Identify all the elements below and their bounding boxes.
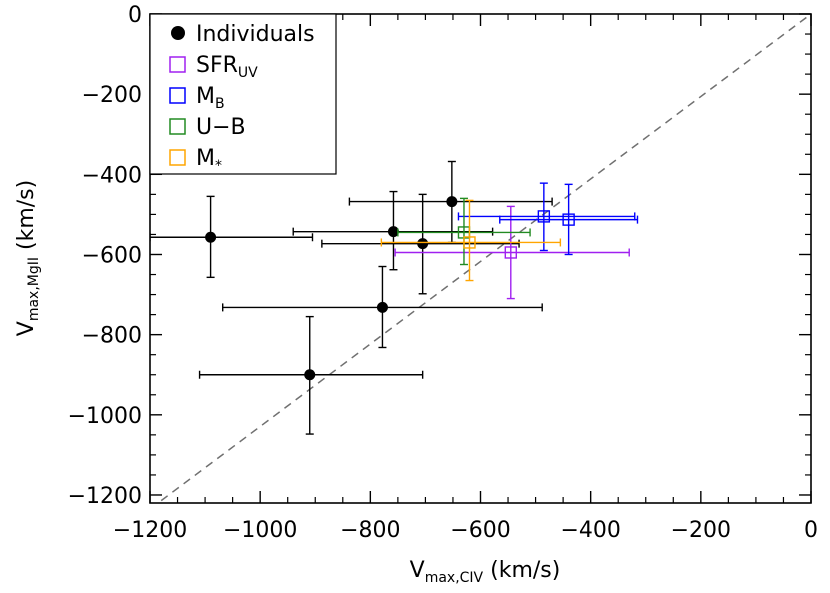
legend-label-main: U−B <box>196 115 246 140</box>
legend-label-sub: UV <box>238 65 258 81</box>
legend-marker <box>169 56 186 73</box>
legend-label: MB <box>196 84 225 112</box>
legend-label-main: M <box>196 146 215 171</box>
x-tick-label: −600 <box>450 518 510 543</box>
axes-layer: −1200 −1000 −800 −600 −400 −200 0 0 −200 −400 −600… <box>68 3 818 543</box>
legend-label: SFRUV <box>196 53 258 81</box>
legend-label-main: SFR <box>196 53 238 78</box>
data-point <box>504 246 517 259</box>
y-axis-label-sub: max,MgII <box>26 257 42 321</box>
series-group <box>457 182 639 256</box>
x-tick-label: −200 <box>671 518 731 543</box>
y-axis-label: Vmax,MgII (km/s) <box>14 180 42 336</box>
legend-label-sub: B <box>215 96 225 112</box>
data-point <box>376 301 388 313</box>
legend-marker <box>169 149 186 166</box>
legend-label: M* <box>196 146 222 174</box>
legend-marker <box>171 26 185 40</box>
one-to-one-reference-line <box>156 14 811 503</box>
data-point <box>537 210 551 223</box>
legend-marker <box>169 87 186 104</box>
series-group <box>150 160 553 435</box>
x-axis-label: Vmax,CIV (km/s) <box>410 558 561 586</box>
data-point <box>562 213 575 226</box>
legend-label: Individuals <box>196 22 315 47</box>
plot-frame <box>149 13 812 504</box>
x-tick-label: −1200 <box>113 518 187 543</box>
data-point <box>446 196 458 208</box>
y-tick-label: −200 <box>82 83 142 108</box>
x-axis-label-unit: (km/s) <box>483 558 560 583</box>
x-tick-label: −1000 <box>223 518 297 543</box>
y-tick-label: −400 <box>82 163 142 188</box>
x-tick-label: −800 <box>340 518 400 543</box>
data-point <box>387 226 399 238</box>
legend-marker <box>169 118 186 135</box>
y-tick-label: −1000 <box>68 404 142 429</box>
x-tick-label: −400 <box>560 518 620 543</box>
series-group <box>380 199 562 282</box>
y-tick-label: −600 <box>82 243 142 268</box>
data-point <box>417 238 429 250</box>
y-tick-label: −1200 <box>68 484 142 509</box>
y-axis-label-main: V <box>14 321 39 336</box>
x-tick-label: 0 <box>804 518 818 543</box>
x-axis-label-main: V <box>410 558 425 583</box>
data-point <box>463 236 476 249</box>
y-axis-label-unit: (km/s) <box>14 180 39 257</box>
data-point <box>304 369 316 381</box>
y-tick-label: 0 <box>128 3 142 28</box>
data-point <box>205 231 217 243</box>
legend-box <box>149 13 337 175</box>
legend-label: U−B <box>196 115 246 140</box>
legend-label-sub: * <box>215 158 222 174</box>
x-axis-label-sub: max,CIV <box>425 570 484 586</box>
legend-label-main: Individuals <box>196 22 315 47</box>
data-layer <box>150 160 639 435</box>
series-group <box>394 205 630 300</box>
y-tick-label: −800 <box>82 324 142 349</box>
reference-line-layer <box>156 14 811 503</box>
plot-frame-layer <box>149 13 812 504</box>
legend-label-main: M <box>196 84 215 109</box>
